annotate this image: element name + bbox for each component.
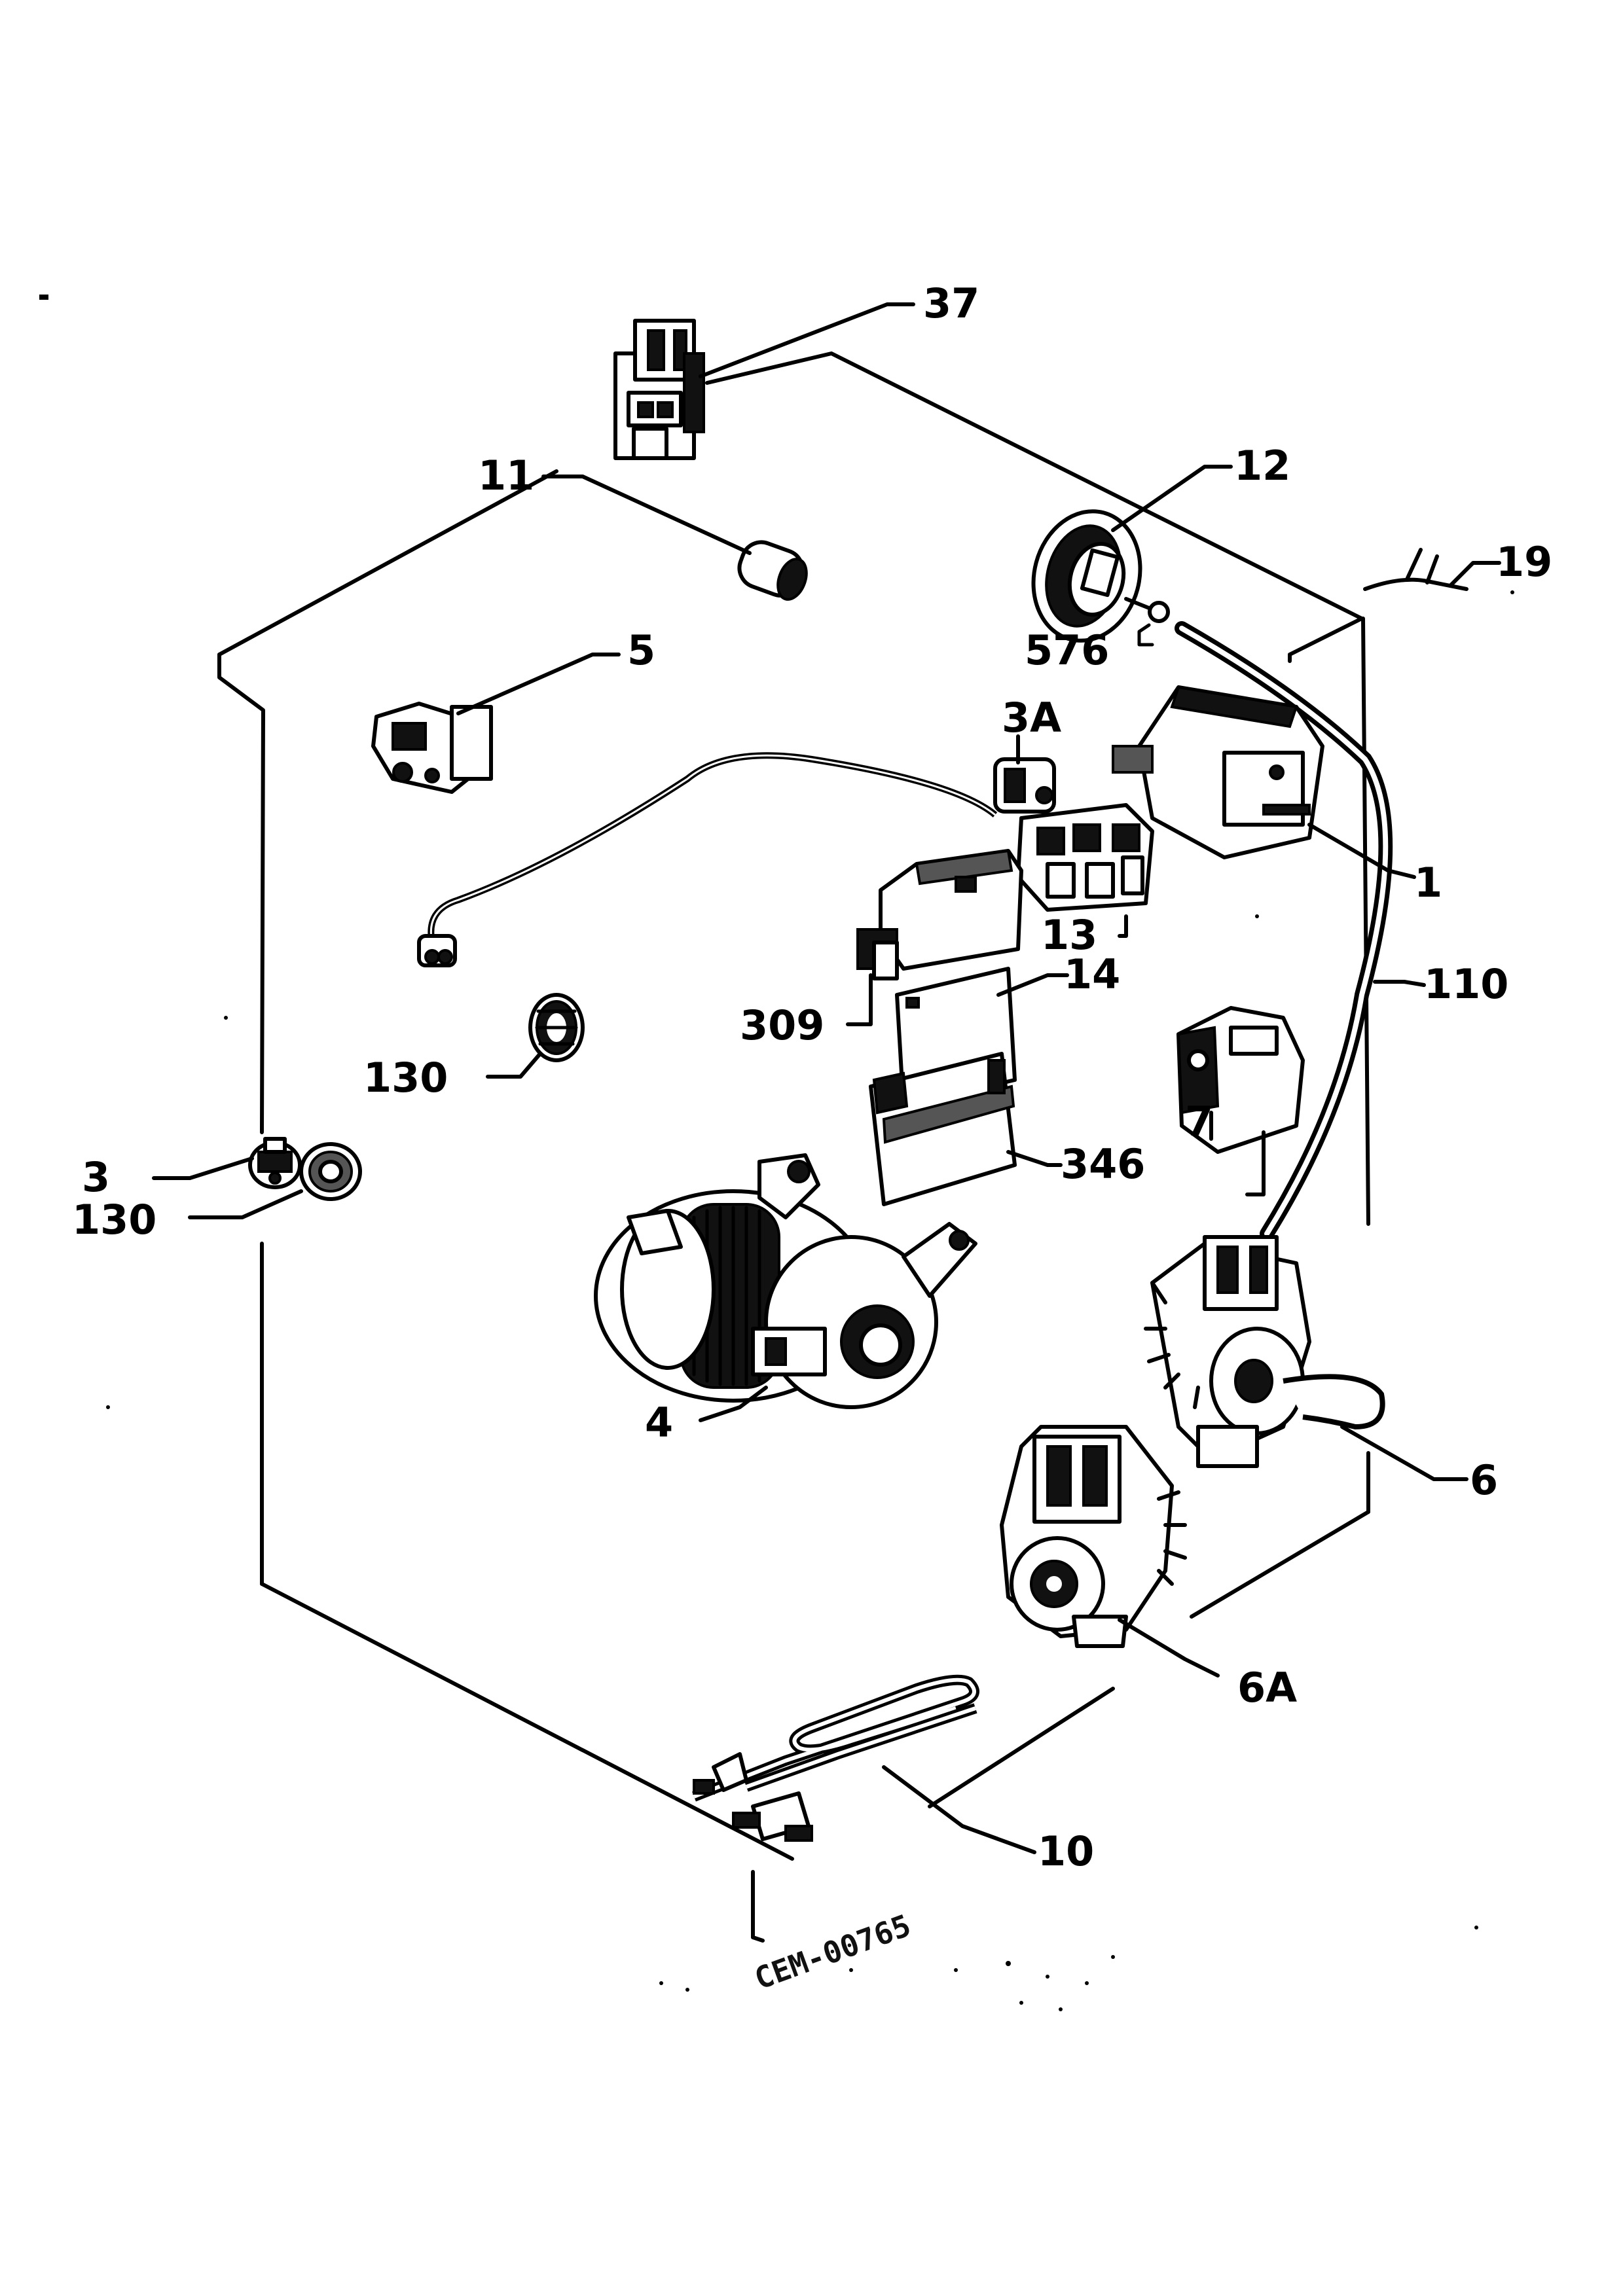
label-346: 346	[1061, 1140, 1145, 1188]
leader-12	[1111, 465, 1233, 532]
label-11: 11	[478, 452, 534, 499]
leader-6a	[1118, 1618, 1220, 1677]
leader-1	[1307, 823, 1416, 879]
cabinet-outline	[217, 351, 1370, 1943]
part-6-drain-pump	[1144, 1235, 1385, 1468]
label-1: 1	[1414, 859, 1442, 906]
part-309-module-cover	[856, 849, 1023, 980]
label-110: 110	[1424, 960, 1508, 1008]
wire-connector	[417, 934, 457, 967]
part-13-terminal-block	[1016, 803, 1154, 912]
part-576-hose-clip	[1137, 601, 1170, 647]
leader-14	[996, 973, 1069, 997]
scan-noise	[106, 590, 1514, 2011]
leader-7b	[1245, 1130, 1266, 1196]
label-130-upper: 130	[363, 1054, 448, 1102]
label-14: 14	[1064, 950, 1120, 998]
leader-309	[846, 973, 873, 1026]
part-7-suppressor	[1176, 1006, 1305, 1154]
speck	[39, 295, 48, 300]
label-3: 3	[82, 1153, 110, 1201]
leader-4	[699, 1386, 768, 1422]
part-19-clamp	[1363, 548, 1468, 591]
leader-346	[1006, 1150, 1063, 1167]
part-3a-thermostat	[993, 757, 1056, 814]
label-13: 13	[1041, 911, 1097, 959]
label-12: 12	[1234, 442, 1290, 490]
label-6: 6	[1470, 1456, 1498, 1504]
leader-3	[152, 1157, 254, 1180]
wire-harness-inner	[429, 754, 996, 943]
label-7: 7	[1185, 1098, 1213, 1145]
part-346-module-housing	[869, 1052, 1017, 1206]
label-130-lower: 130	[72, 1196, 156, 1244]
leader-5	[456, 653, 621, 715]
leader-6	[1340, 1425, 1468, 1481]
label-4: 4	[645, 1399, 673, 1446]
part-130-grommet-lower	[299, 1142, 362, 1201]
hose-highlight	[1179, 626, 1389, 1236]
leader-130-lower	[188, 1189, 303, 1219]
drawing-code: CEM-00765	[750, 1907, 915, 1996]
leader-130-upper	[486, 1052, 542, 1079]
part-10-heating-element	[692, 1674, 979, 1842]
part-12-pressure-switch	[1031, 509, 1161, 643]
leader-10	[882, 1765, 1036, 1854]
part-5-door-lock	[371, 702, 493, 794]
label-5: 5	[627, 626, 655, 674]
part-1-inlet-valve	[1112, 685, 1324, 859]
label-309: 309	[740, 1001, 824, 1049]
part-3-thermostat	[248, 1137, 302, 1189]
part-37-door-interlock	[613, 319, 705, 460]
leader-11	[541, 475, 752, 555]
leader-110	[1373, 980, 1426, 987]
part-6a-circulation-pump	[1000, 1425, 1187, 1648]
label-6a: 6A	[1237, 1664, 1297, 1712]
leader-19	[1448, 561, 1501, 588]
part-4-motor	[594, 1153, 977, 1409]
leader-13	[1118, 914, 1128, 938]
label-19: 19	[1496, 538, 1552, 586]
label-37: 37	[923, 279, 979, 327]
label-10: 10	[1038, 1827, 1094, 1875]
leader-37	[699, 302, 915, 378]
label-3a: 3A	[1002, 694, 1061, 742]
part-130-grommet-upper	[528, 993, 585, 1062]
part-11-capacitor	[737, 540, 808, 601]
label-576: 576	[1025, 626, 1109, 674]
